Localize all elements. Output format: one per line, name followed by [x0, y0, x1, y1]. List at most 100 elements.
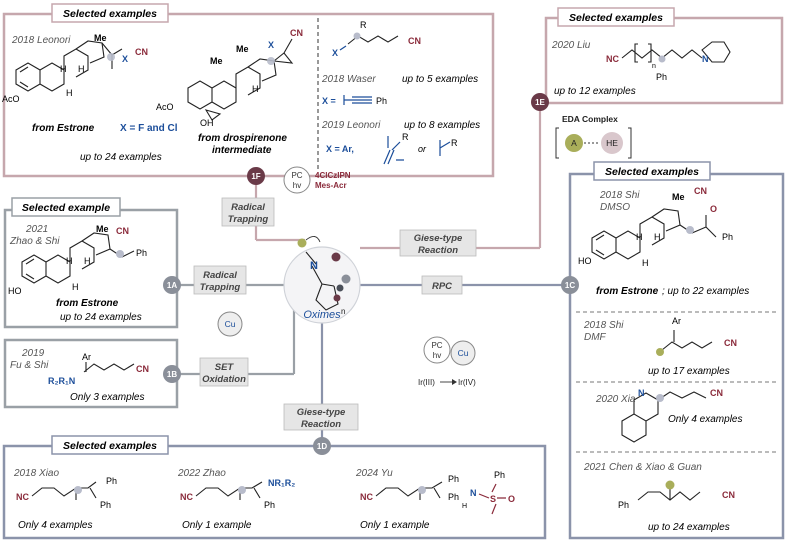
- box-1a-count: up to 24 examples: [60, 312, 142, 323]
- box-1c-from-1: from Estrone: [596, 286, 659, 297]
- box-1b-count: Only 3 examples: [70, 392, 144, 403]
- box-1f-mid-x: X: [268, 40, 274, 50]
- box-1f-waser-ref: 2018 Waser: [321, 74, 376, 85]
- box-1d-nc1: NC: [16, 492, 29, 502]
- box-1d-ref1: 2018 Xiao: [13, 468, 59, 479]
- node-1b: [163, 365, 181, 383]
- box-1c-cn: CN: [694, 186, 707, 196]
- box-1f-h2: H: [60, 64, 67, 74]
- node-1a-label: 1A: [167, 281, 177, 290]
- box-1d-ph1a: Ph: [106, 476, 117, 486]
- box-1e-header: Selected examples: [569, 12, 663, 24]
- label-giese-bottom-1: Giese-type: [297, 407, 346, 418]
- box-1d-ref3: 2024 Yu: [355, 468, 393, 479]
- pc2-label: PC: [431, 341, 442, 350]
- box-1f-up-to: up to 24 examples: [80, 152, 162, 163]
- box-1a-content: 2021 Zhao & Shi Me CN H H H Ph HO from E…: [8, 224, 147, 323]
- box-1a-header: Selected example: [22, 202, 110, 214]
- box-1c-cn3: CN: [710, 388, 723, 398]
- box-1e-n-atom: N: [702, 54, 709, 64]
- box-1b-ref-2: Fu & Shi: [10, 360, 49, 371]
- catalyst-dual: PC hv Cu Ir(III) Ir(IV): [418, 336, 476, 387]
- box-1f-from-dros-1: from drospirenone: [198, 133, 287, 144]
- hub-label: Oximes: [303, 309, 341, 321]
- label-set-1: SET: [215, 362, 235, 373]
- box-1a-me: Me: [96, 224, 109, 234]
- box-1a-from: from Estrone: [56, 298, 119, 309]
- box-1f-r-label: R: [360, 20, 367, 30]
- pathway-labels: Radical Trapping Radical Trapping Giese-…: [193, 197, 477, 431]
- box-1b-ref-1: 2019: [21, 348, 45, 359]
- box-1c-o: O: [710, 204, 717, 214]
- box-1c-ref2-1: 2018 Shi: [583, 320, 624, 331]
- node-1a: [163, 276, 181, 294]
- box-1b-amine: R₂R₁N: [48, 376, 75, 386]
- box-1f-header: Selected examples: [63, 8, 157, 20]
- label-radical-trapping-left-1: Radical: [203, 270, 237, 281]
- label-radical-trapping-left-2: Trapping: [200, 282, 241, 293]
- box-1f-leonori-count: up to 8 examples: [404, 120, 480, 131]
- node-1c: [561, 276, 579, 294]
- box-1c-me: Me: [672, 192, 685, 202]
- label-radical-trapping-top-1: Radical: [231, 202, 265, 213]
- box-1e-nc: NC: [606, 54, 619, 64]
- box-1d-count3: Only 1 example: [360, 520, 430, 531]
- box-1c-frame: [568, 172, 785, 540]
- box-1e-ph: Ph: [656, 72, 667, 82]
- box-1f-or: or: [418, 144, 427, 154]
- eda-he: HE: [606, 138, 618, 148]
- box-1f-from-dros-2: intermediate: [212, 145, 272, 156]
- box-1c-ref1-2: DMSO: [600, 202, 630, 213]
- nodes: 1F 1E 1A 1B 1C 1D: [163, 93, 579, 455]
- box-1e-content: 2020 Liu NC n Ph N up to 12 examples: [551, 40, 731, 97]
- box-1c-h2: H: [636, 232, 643, 242]
- box-1c-h3: H: [642, 258, 649, 268]
- box-1a-cn: CN: [116, 226, 129, 236]
- node-1e: [531, 93, 549, 111]
- box-1f-x-eq-ar: X = Ar,: [326, 144, 354, 154]
- box-1f-mid-oh: OH: [200, 118, 214, 128]
- box-1f-x-eq: X = F and Cl: [120, 123, 178, 134]
- box-1c-ref2-2: DMF: [584, 332, 607, 343]
- box-1f-mid-h: H: [252, 84, 259, 94]
- box-1d-count1: Only 4 examples: [18, 520, 92, 531]
- box-1f-mid-cn: CN: [290, 28, 303, 38]
- box-1d-h3: H: [462, 503, 467, 510]
- label-radical-trapping-top-2: Trapping: [228, 214, 269, 225]
- node-1e-label: 1E: [535, 98, 545, 107]
- box-1d-o3: O: [508, 494, 515, 504]
- box-1f-from-estrone: from Estrone: [32, 123, 95, 134]
- hv2-label: hv: [433, 351, 441, 360]
- box-1f-leonori-ref: 2019 Leonori: [321, 120, 381, 131]
- box-1f-h3: H: [66, 88, 73, 98]
- box-1b-ar: Ar: [82, 352, 91, 362]
- node-1f: [247, 167, 265, 185]
- box-1d-n3: N: [470, 488, 477, 498]
- box-1f-content: 2018 Leonori Me X CN H H H AcO from Estr…: [2, 20, 480, 165]
- box-1b-content: 2019 Fu & Shi Ar R₂R₁N CN Only 3 example…: [10, 348, 149, 403]
- box-1c-ph4: Ph: [618, 500, 629, 510]
- box-1a-h2: H: [66, 256, 73, 266]
- box-1a-ho: HO: [8, 286, 22, 296]
- box-1c-ref1-1: 2018 Shi: [599, 190, 640, 201]
- box-1d-nc3: NC: [360, 492, 373, 502]
- box-1f-me: Me: [94, 33, 107, 43]
- box-1a-h1: H: [84, 256, 91, 266]
- box-1d-ph1b: Ph: [100, 500, 111, 510]
- pc-label: PC: [291, 171, 302, 180]
- box-1c-cn4: CN: [722, 490, 735, 500]
- box-1d-s3: S: [490, 494, 496, 504]
- box-1f-x-label: X: [332, 48, 338, 58]
- box-1f-x-eq-alkyne: X =: [322, 96, 336, 106]
- box-1d-content: 2018 Xiao NC Ph Ph Only 4 examples 2022 …: [13, 468, 515, 531]
- box-1d-ph3c: Ph: [494, 470, 505, 480]
- box-1c-ref4: 2021 Chen & Xiao & Guan: [583, 462, 702, 473]
- box-1f-left-ref: 2018 Leonori: [11, 35, 71, 46]
- node-1d-label: 1D: [317, 442, 327, 451]
- box-1d-header: Selected examples: [63, 440, 157, 452]
- box-1d-ph2: Ph: [264, 500, 275, 510]
- box-1c-content: 2018 Shi DMSO Me CN O H H H Ph HO from E…: [578, 186, 749, 533]
- box-1f-waser-count: up to 5 examples: [402, 74, 478, 85]
- label-set-2: Oxidation: [202, 374, 246, 385]
- cu2-label: Cu: [458, 348, 469, 358]
